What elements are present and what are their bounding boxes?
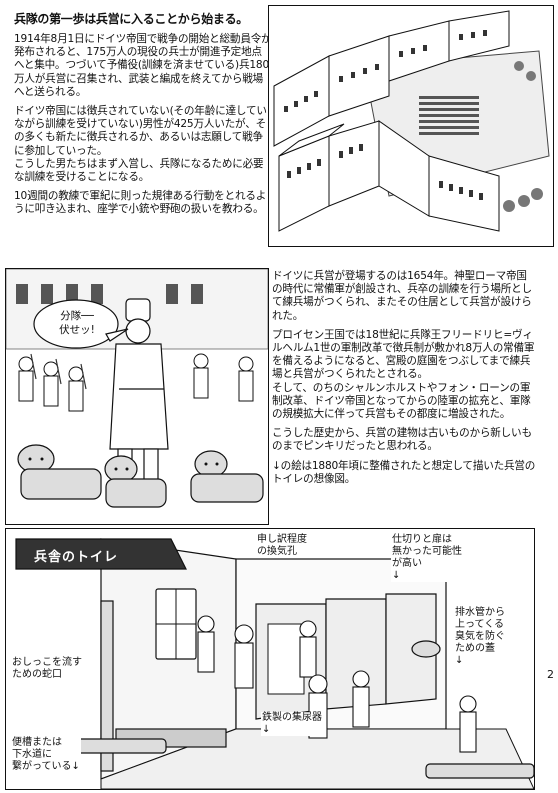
- drain-trap-annotation: 排水管から 上ってくる 臭気を防ぐ ための蓋 ↓: [454, 607, 506, 667]
- history-paragraph-2: プロイセン王国では18世紀に兵隊王フリードリヒ=ヴィルヘルム1世の軍制改革で徴兵…: [272, 328, 535, 421]
- tap-annotation: おしっこを流す ための蛇口: [11, 657, 83, 681]
- page-number: 2: [547, 668, 554, 681]
- barracks-aerial-illustration: [268, 5, 554, 247]
- vent-annotation: 申し訳程度 の換気孔: [256, 534, 308, 558]
- intro-paragraph-2: ドイツ帝国には徴兵されていない(その年齢に達していながら訓練を受けていない)男性…: [14, 105, 267, 184]
- sewer-annotation: 便槽または 下水道に 繋がっている↓: [11, 737, 81, 773]
- history-text: ドイツに兵営が登場するのは1654年。神聖ローマ帝国の時代に常備軍が創設され、兵…: [272, 270, 536, 492]
- toilet-sign: 兵舎のトイレ: [34, 550, 119, 565]
- barracks-toilet-illustration: 兵舎のトイレ 申し訳程度 の換気孔 仕切りと扉は 無かった可能性 が高い ↓ 排…: [5, 528, 535, 790]
- history-paragraph-1: ドイツに兵営が登場するのは1654年。神聖ローマ帝国の時代に常備軍が創設され、兵…: [272, 270, 532, 322]
- page-heading: 兵隊の第一歩は兵営に入ることから始まる。: [14, 12, 249, 26]
- intro-paragraph-1: 1914年8月1日にドイツ帝国で戦争の開始と総動員令が発布されると、175万人の…: [14, 33, 272, 98]
- history-paragraph-3: こうした歴史から、兵営の建物は古いものから新しいものまでピンキリだったと思われる…: [272, 427, 532, 453]
- history-paragraph-4: ↓の絵は1880年頃に整備されたと想定して描いた兵営のトイレの想像図。: [272, 459, 536, 485]
- partition-annotation: 仕切りと扉は 無かった可能性 が高い ↓: [391, 534, 463, 582]
- soldiers-training-illustration: 分隊── 伏せッ!: [5, 268, 269, 525]
- speech-bubble-text: 分隊── 伏せッ!: [59, 310, 95, 336]
- intro-text: 1914年8月1日にドイツ帝国で戦争の開始と総動員令が発布されると、175万人の…: [14, 33, 272, 223]
- intro-paragraph-3: 10週間の教練で軍紀に則った規律ある行動をとれるように叩き込まれ、座学で小銃や野…: [14, 190, 267, 216]
- urinal-annotation: 鉄製の集尿器 ↓: [261, 712, 323, 736]
